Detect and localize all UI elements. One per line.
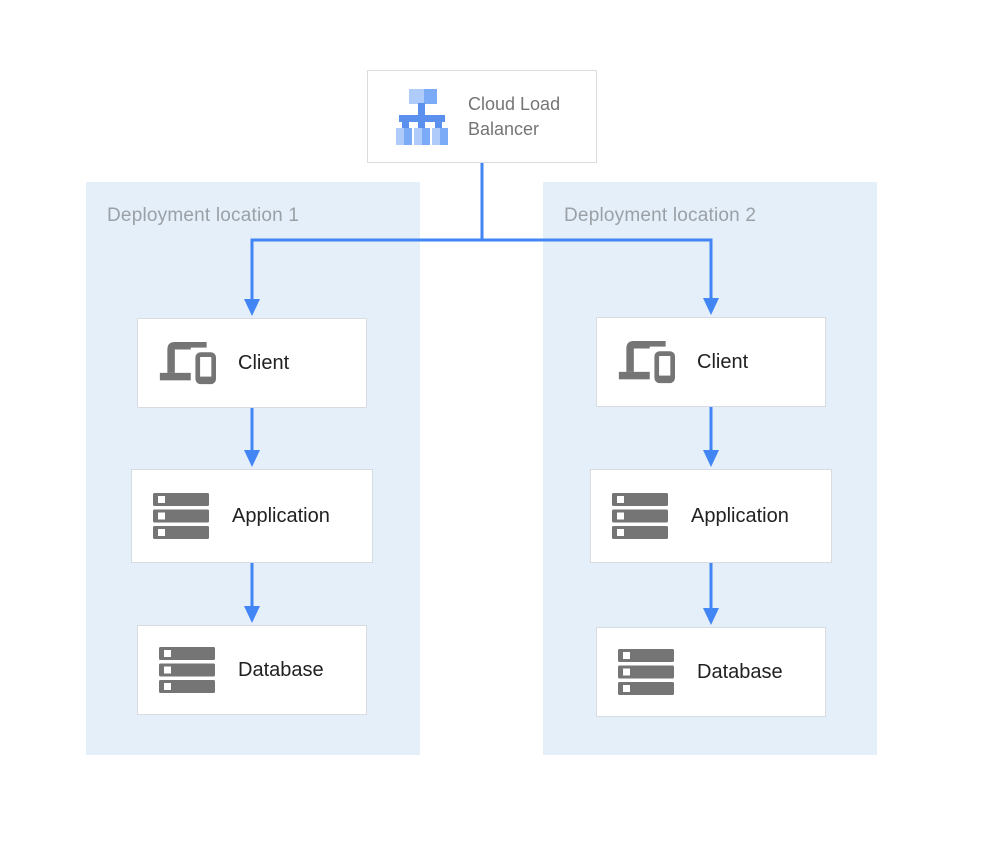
node-label: Database: [238, 658, 324, 681]
node-label: Client: [238, 351, 290, 374]
node-label: Client: [697, 350, 749, 373]
application-node-location-1: Application: [131, 469, 373, 563]
client-node-location-1: Client: [137, 318, 367, 408]
node-label: Application: [691, 504, 789, 527]
node-label: Database: [697, 660, 783, 683]
servers-icon: [617, 649, 675, 695]
devices-icon: [617, 339, 675, 386]
client-node-location-2: Client: [596, 317, 826, 407]
devices-icon: [158, 340, 216, 387]
servers-icon: [611, 493, 669, 539]
servers-icon: [152, 493, 210, 539]
deployment-location-2-title: Deployment location 2: [564, 205, 757, 226]
application-node-location-2: Application: [590, 469, 832, 563]
cloud-load-balancer-node: Cloud Load Balancer: [367, 70, 597, 163]
servers-icon: [158, 647, 216, 693]
deployment-location-1-title: Deployment location 1: [107, 205, 300, 226]
database-node-location-2: Database: [596, 627, 826, 717]
database-node-location-1: Database: [137, 625, 367, 715]
load-balancer-icon: [396, 88, 448, 145]
load-balancer-label: Cloud Load Balancer: [468, 93, 561, 139]
node-label: Application: [232, 504, 330, 527]
